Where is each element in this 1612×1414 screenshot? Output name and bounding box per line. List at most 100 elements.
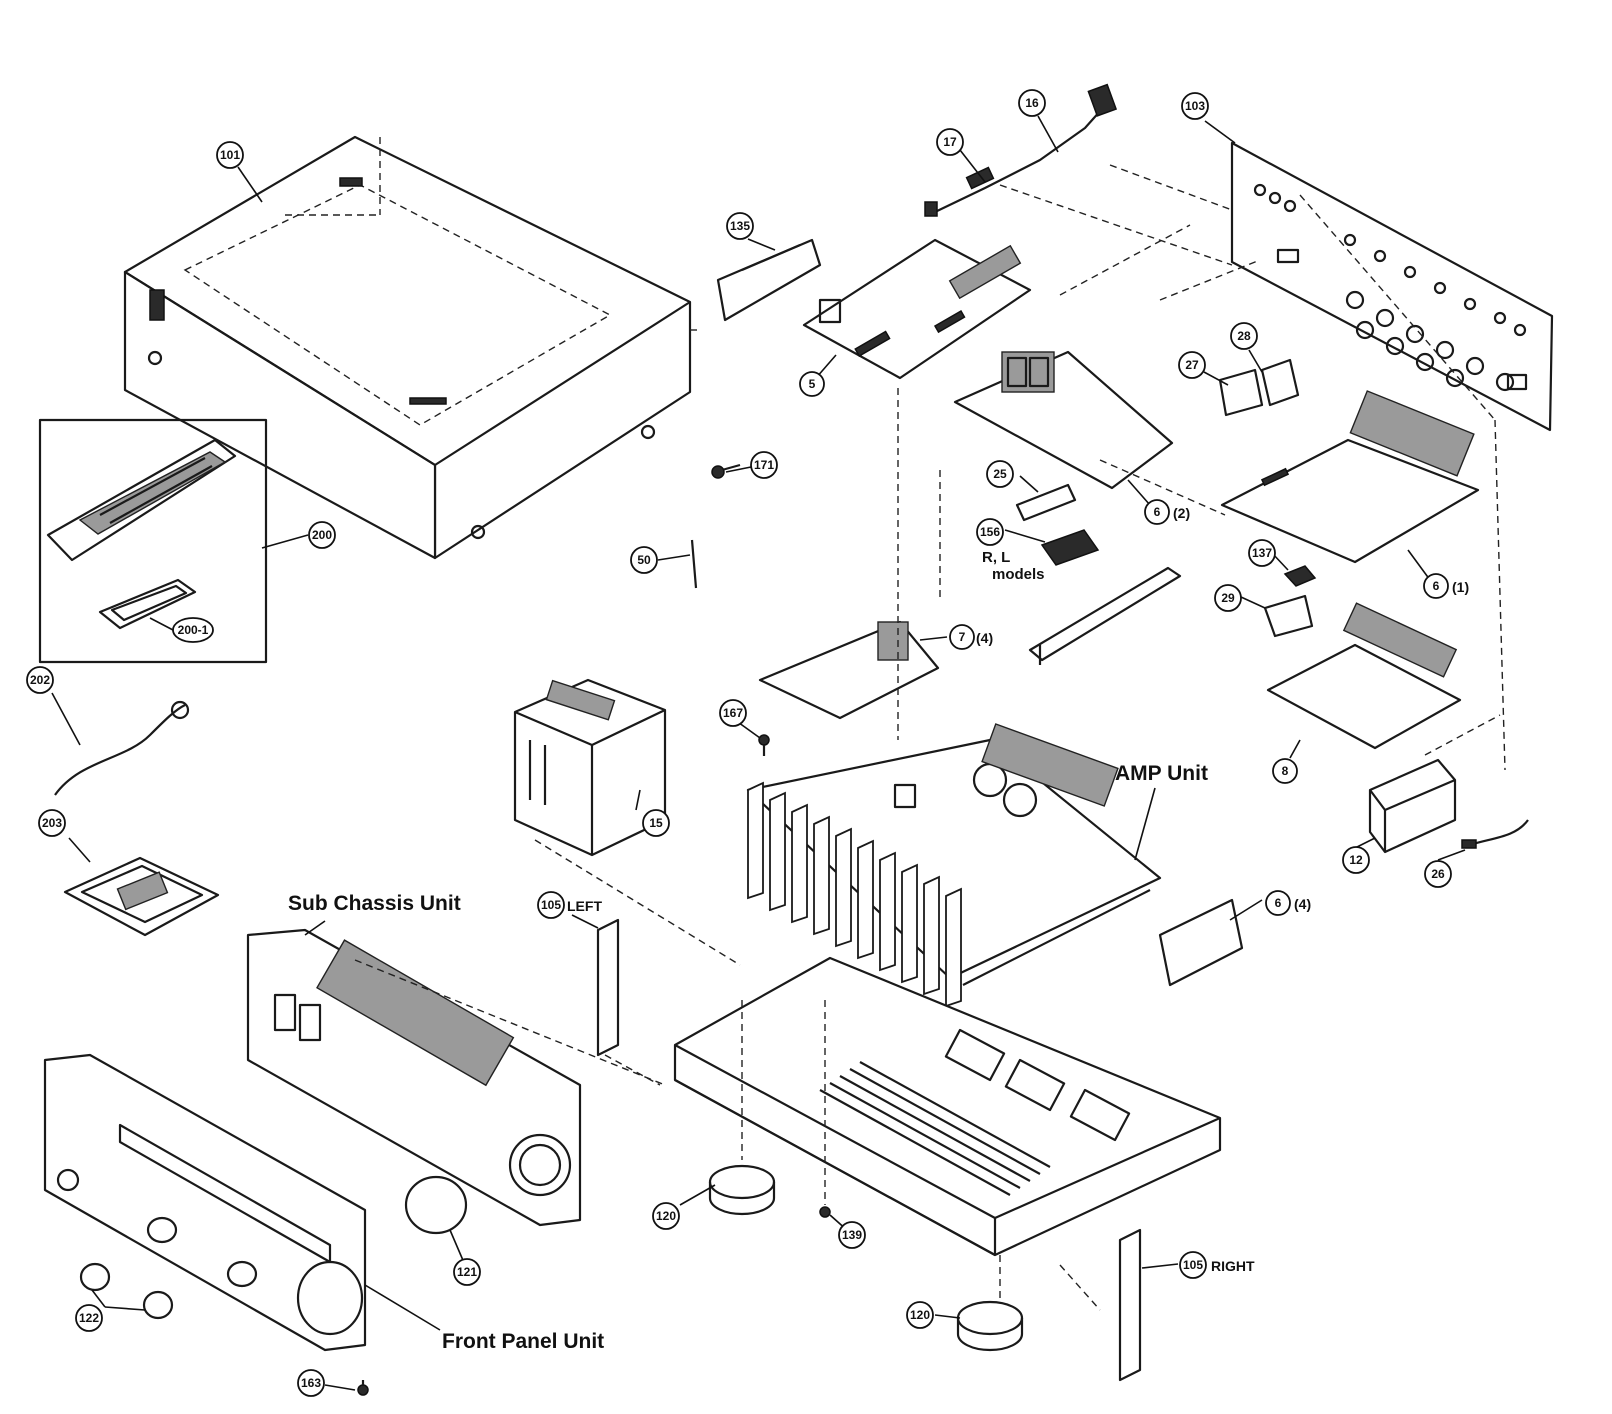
- svg-text:203: 203: [42, 816, 62, 830]
- screw-163: [357, 1380, 369, 1396]
- connector-27: [1218, 368, 1264, 417]
- svg-text:101: 101: [220, 148, 240, 162]
- svg-text:103: 103: [1185, 99, 1205, 113]
- svg-text:120: 120: [656, 1209, 676, 1223]
- label-rl-models-line2: models: [992, 566, 1045, 583]
- svg-text:120: 120: [910, 1308, 930, 1322]
- svg-text:7: 7: [959, 630, 966, 644]
- callout-26: 26: [1424, 860, 1452, 888]
- connector-156: [1040, 529, 1100, 566]
- svg-text:156: 156: [980, 525, 1000, 539]
- svg-text:29: 29: [1221, 591, 1235, 605]
- label-rl-models-line1: R, L: [982, 549, 1010, 566]
- svg-text:(1): (1): [1452, 579, 1469, 595]
- callout-167: 167: [719, 699, 747, 727]
- amp-unit: [746, 723, 1162, 1008]
- label-amp-unit: AMP Unit: [1115, 762, 1208, 785]
- callout-27: 27: [1178, 351, 1206, 379]
- svg-text:17: 17: [943, 135, 957, 149]
- volume-knob-121: [404, 1175, 468, 1235]
- svg-text:25: 25: [993, 467, 1007, 481]
- cd-drive-12: [1368, 758, 1457, 854]
- callout-202: 202: [26, 666, 54, 694]
- callout-135: 135: [726, 212, 754, 240]
- chassis-vents: [819, 1061, 1051, 1196]
- knob-122-b: [142, 1290, 174, 1320]
- svg-text:28: 28: [1237, 329, 1251, 343]
- pcb-6-1: [1220, 390, 1480, 564]
- svg-text:27: 27: [1185, 358, 1199, 372]
- callout-171: 171: [750, 451, 778, 479]
- callout-105-right: 105 RIGHT: [1179, 1251, 1255, 1279]
- label-sub-chassis-unit: Sub Chassis Unit: [288, 892, 461, 915]
- heatsink-fins: [747, 781, 962, 1008]
- svg-text:LEFT: LEFT: [567, 898, 602, 914]
- svg-text:122: 122: [79, 1311, 99, 1325]
- svg-text:200: 200: [312, 528, 332, 542]
- knob-122-a: [79, 1262, 111, 1292]
- flat-cable-26: [1461, 819, 1529, 849]
- callout-6-1: 6 (1): [1423, 573, 1469, 599]
- pcb-8: [1266, 602, 1462, 750]
- assembly-guide-lines: [354, 164, 1506, 1311]
- svg-text:8: 8: [1282, 764, 1289, 778]
- svg-text:16: 16: [1025, 96, 1039, 110]
- callout-15: 15: [642, 809, 670, 837]
- support-bracket: [1028, 566, 1182, 665]
- svg-text:50: 50: [637, 553, 651, 567]
- callout-29: 29: [1214, 584, 1242, 612]
- callout-28: 28: [1230, 322, 1258, 350]
- callout-200: 200: [308, 521, 336, 549]
- screw-167: [758, 734, 770, 756]
- power-cord: [924, 83, 1118, 217]
- callout-6-4: 6 (4): [1265, 890, 1311, 916]
- callout-101: 101: [216, 141, 244, 169]
- callout-50: 50: [630, 546, 658, 574]
- rear-panel: [1230, 141, 1554, 432]
- screw-171: [711, 463, 741, 479]
- foot-120-rear: [956, 1300, 1024, 1352]
- callout-103: 103: [1181, 92, 1209, 120]
- bracket-29: [1263, 594, 1314, 638]
- fm-antenna-202: [54, 700, 190, 796]
- callout-16: 16: [1018, 89, 1046, 117]
- callout-17: 17: [936, 128, 964, 156]
- connector-board-25: [1015, 483, 1077, 522]
- side-bracket-left: [596, 918, 620, 1057]
- callout-8: 8: [1272, 758, 1298, 784]
- callout-120-front: 120: [652, 1202, 680, 1230]
- shield-plate: [716, 238, 822, 322]
- callout-121: 121: [453, 1258, 481, 1286]
- connector-28: [1260, 358, 1300, 407]
- callout-120-rear: 120: [906, 1301, 934, 1329]
- pcb-6-4: [1158, 898, 1244, 987]
- callout-156: 156: [976, 518, 1004, 546]
- svg-text:6: 6: [1275, 896, 1282, 910]
- svg-text:202: 202: [30, 673, 50, 687]
- svg-text:6: 6: [1154, 505, 1161, 519]
- callout-203: 203: [38, 809, 66, 837]
- svg-text:137: 137: [1252, 546, 1272, 560]
- svg-text:105: 105: [541, 898, 561, 912]
- screw-50: [690, 539, 698, 589]
- rear-panel-jacks: [1253, 183, 1527, 392]
- pcb-6-2: [953, 350, 1174, 490]
- callout-6-2: 6 (2): [1144, 499, 1190, 525]
- svg-text:26: 26: [1431, 867, 1445, 881]
- remote-control-kit: [38, 418, 268, 664]
- callout-137: 137: [1248, 539, 1276, 567]
- bottom-chassis: [673, 956, 1222, 1257]
- callout-200-1: 200-1: [172, 617, 214, 643]
- svg-text:5: 5: [809, 377, 816, 391]
- label-front-panel-unit: Front Panel Unit: [442, 1330, 604, 1353]
- top-cover: [123, 135, 700, 560]
- screw-139: [819, 1206, 831, 1218]
- svg-text:167: 167: [723, 706, 743, 720]
- svg-text:15: 15: [649, 816, 663, 830]
- svg-text:(4): (4): [976, 630, 993, 646]
- power-transformer: [513, 678, 667, 857]
- side-bracket-right: [1118, 1228, 1142, 1382]
- callout-163: 163: [297, 1369, 325, 1397]
- svg-text:121: 121: [457, 1265, 477, 1279]
